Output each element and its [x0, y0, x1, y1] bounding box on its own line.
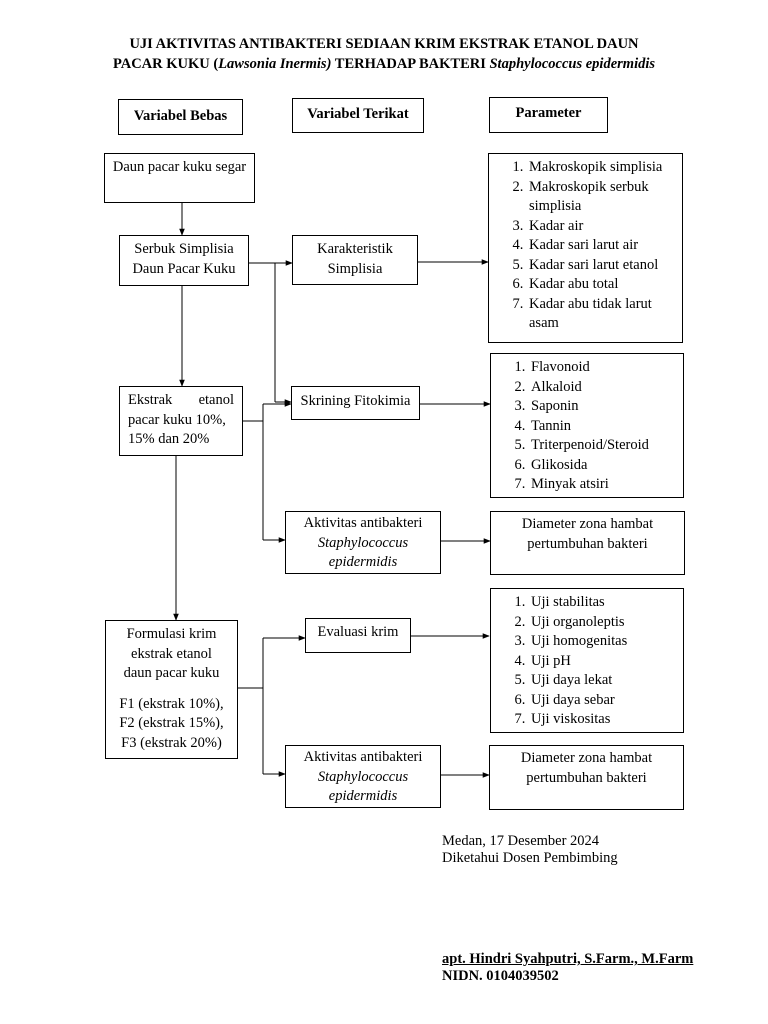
box-aktivitas-antibakteri-1: Aktivitas antibakteri Staphylococcus epi…	[285, 511, 441, 574]
box-skrining-fitokimia: Skrining Fitokimia	[291, 386, 420, 420]
aktivitas2-species-1: Staphylococcus	[317, 768, 409, 785]
list-item: Tannin	[529, 417, 683, 437]
list-item: Kadar abu total	[527, 275, 682, 295]
formulasi-f3: F3 (ekstrak 20%)	[121, 734, 222, 751]
formulasi-line-1: Formulasi krim	[126, 626, 217, 642]
box-parameter-aktivitas-2: Diameter zona hambat pertumbuhan bakteri	[489, 745, 684, 810]
box-parameter-karakteristik: Makroskopik simplisia Makroskopik serbuk…	[488, 153, 683, 343]
list-item: Flavonoid	[529, 358, 683, 378]
box-parameter-skrining: Flavonoid Alkaloid Saponin Tannin Triter…	[490, 353, 684, 498]
formulasi-line-3: daun pacar kuku	[123, 665, 220, 681]
box-evaluasi-krim: Evaluasi krim	[305, 618, 411, 653]
box-parameter-aktivitas-1: Diameter zona hambat pertumbuhan bakteri	[490, 511, 685, 575]
list-item: Triterpenoid/Steroid	[529, 436, 683, 456]
karakteristik-line-1: Karakteristik	[317, 241, 393, 257]
aktivitas1-species-2: epidermidis	[328, 554, 398, 570]
footer-known-by: Diketahui Dosen Pembimbing	[442, 850, 618, 866]
box-ekstrak-etanol: Ekstrak etanol pacar kuku 10%, 15% dan 2…	[119, 386, 243, 456]
box-parameter-evaluasi: Uji stabilitas Uji organoleptis Uji homo…	[490, 588, 684, 733]
list-item: Makroskopik simplisia	[527, 158, 682, 178]
title-line-1: UJI AKTIVITAS ANTIBAKTERI SEDIAAN KRIM E…	[129, 36, 639, 52]
title-line-2: PACAR KUKU (Lawsonia Inermis) TERHADAP B…	[40, 54, 728, 74]
list-item: Uji homogenitas	[529, 632, 683, 652]
title-species-staph: Staphylococcus epidermidis	[489, 56, 656, 72]
list-item: Makroskopik serbuk simplisia	[527, 178, 682, 217]
list-parameter-skrining: Flavonoid Alkaloid Saponin Tannin Triter…	[491, 358, 683, 495]
box-aktivitas-antibakteri-2: Aktivitas antibakteri Staphylococcus epi…	[285, 745, 441, 808]
list-item: Kadar sari larut air	[527, 236, 682, 256]
aktivitas2-species-2: epidermidis	[328, 788, 398, 804]
list-item: Uji daya sebar	[529, 691, 683, 711]
title-species-lawsonia: Lawsonia Inermis)	[218, 56, 332, 72]
ekstrak-word-1: Ekstrak	[128, 392, 173, 408]
formulasi-f2: F2 (ekstrak 15%),	[119, 715, 224, 731]
list-item: Saponin	[529, 397, 683, 417]
list-item: Uji viskositas	[529, 710, 683, 730]
list-item: Alkaloid	[529, 378, 683, 398]
karakteristik-line-2: Simplisia	[327, 260, 383, 277]
footer-signatory: apt. Hindri Syahputri, S.Farm., M.Farm	[442, 951, 694, 967]
document-title: UJI AKTIVITAS ANTIBAKTERI SEDIAAN KRIM E…	[40, 34, 728, 74]
ekstrak-line-1: Ekstrak etanol	[128, 391, 234, 411]
formulasi-line-2: ekstrak etanol	[131, 645, 212, 662]
serbuk-line-2: Daun Pacar Kuku	[132, 260, 236, 277]
list-item: Uji stabilitas	[529, 593, 683, 613]
box-karakteristik-simplisia: Karakteristik Simplisia	[292, 235, 418, 285]
list-item: Kadar abu tidak larut asam	[527, 295, 682, 334]
footer-nidn: NIDN. 0104039502	[442, 968, 559, 984]
list-parameter-karakteristik: Makroskopik simplisia Makroskopik serbuk…	[489, 158, 682, 334]
aktivitas1-species-1: Staphylococcus	[317, 534, 409, 551]
list-item: Uji daya lekat	[529, 671, 683, 691]
ekstrak-word-2: etanol	[198, 392, 234, 408]
list-item: Minyak atsiri	[529, 475, 683, 495]
aktivitas1-line-1: Aktivitas antibakteri	[303, 515, 423, 531]
header-variabel-bebas: Variabel Bebas	[118, 99, 243, 135]
footer-place-date: Medan, 17 Desember 2024	[442, 833, 600, 849]
formulasi-f1: F1 (ekstrak 10%),	[119, 695, 224, 712]
header-variabel-terikat: Variabel Terikat	[292, 98, 424, 133]
box-serbuk-simplisia: Serbuk Simplisia Daun Pacar Kuku	[119, 235, 249, 286]
title-part-a: PACAR KUKU (	[112, 56, 219, 72]
title-part-c: TERHADAP BAKTERI	[331, 56, 490, 72]
list-parameter-evaluasi: Uji stabilitas Uji organoleptis Uji homo…	[491, 593, 683, 730]
list-item: Uji organoleptis	[529, 613, 683, 633]
list-item: Kadar sari larut etanol	[527, 256, 682, 276]
serbuk-line-1: Serbuk Simplisia	[134, 241, 234, 257]
box-formulasi-krim: Formulasi krim ekstrak etanol daun pacar…	[105, 620, 238, 759]
aktivitas2-line-1: Aktivitas antibakteri	[303, 749, 423, 765]
header-parameter: Parameter	[489, 97, 608, 133]
ekstrak-line-2: pacar kuku 10%,	[128, 411, 226, 428]
list-item: Glikosida	[529, 456, 683, 476]
box-daun-pacar-kuku-segar: Daun pacar kuku segar	[104, 153, 255, 203]
list-item: Kadar air	[527, 217, 682, 237]
ekstrak-line-3: 15% dan 20%	[128, 431, 210, 447]
list-item: Uji pH	[529, 652, 683, 672]
